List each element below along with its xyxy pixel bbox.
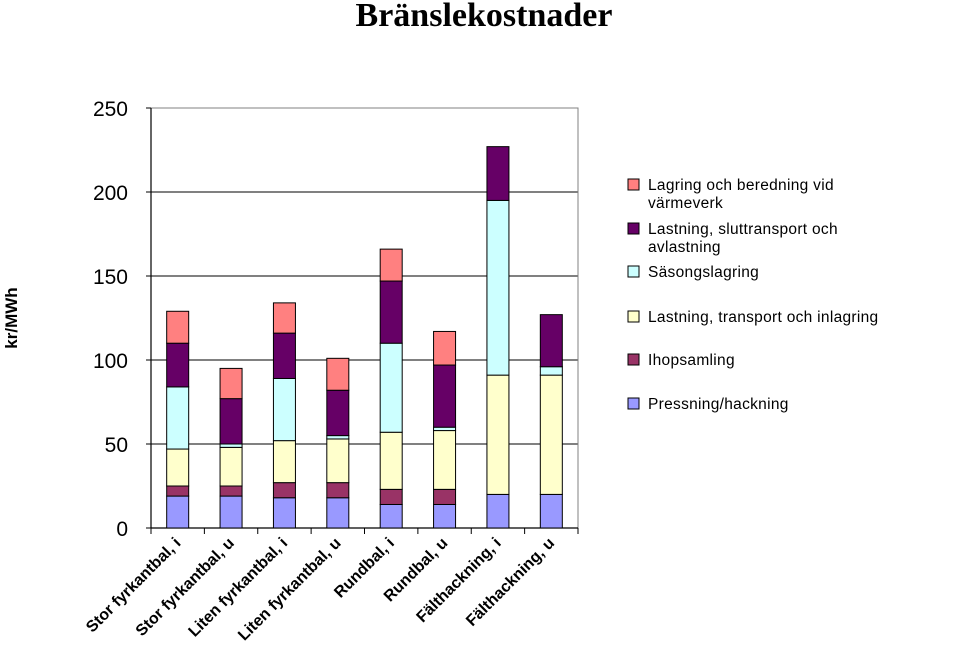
- y-tick-label: 0: [116, 518, 128, 541]
- legend-label: avlastning: [648, 239, 721, 256]
- bar-segment: [272, 497, 296, 529]
- bar-segment: [272, 302, 296, 334]
- bars: [166, 146, 563, 529]
- legend-label: Lastning, sluttransport och: [648, 221, 838, 238]
- y-axis: 0 50 100 150 200 250: [93, 98, 151, 541]
- bar-segment: [486, 374, 510, 495]
- bar-segment: [433, 364, 457, 428]
- bar-segment: [379, 503, 403, 529]
- bar-segment: [272, 482, 296, 499]
- plot-area: [150, 107, 579, 529]
- bar-segment: [539, 374, 563, 495]
- bar-segment: [272, 332, 296, 379]
- y-tick-label: 150: [93, 266, 128, 289]
- bar-segment: [219, 485, 243, 497]
- x-tick-label: Liten fyrkantbal, i: [186, 535, 292, 641]
- legend-label: Pressning/hackning: [648, 396, 789, 413]
- gridlines: [151, 107, 578, 445]
- bar-segment: [326, 497, 350, 529]
- bar-segment: [326, 482, 350, 499]
- bar-segment: [433, 330, 457, 366]
- bar-segment: [539, 493, 563, 529]
- bar-segment: [433, 503, 457, 529]
- bar-segment: [219, 367, 243, 400]
- bar-segment: [219, 443, 243, 448]
- bar-segment: [326, 435, 350, 440]
- bar-segment: [219, 398, 243, 445]
- legend-swatch: [627, 353, 640, 366]
- y-axis-label: kr/MWh: [2, 287, 21, 348]
- bar-segment: [166, 386, 190, 450]
- bar-segment: [539, 366, 563, 376]
- bar-segment: [379, 431, 403, 490]
- x-tick-label: Stor fyrkantbal, i: [83, 535, 184, 636]
- bar-segment: [219, 495, 243, 529]
- legend-label: Lastning, transport och inlagring: [648, 309, 878, 326]
- y-tick-label: 200: [93, 182, 128, 205]
- plot-border: [150, 107, 579, 529]
- legend-swatch: [627, 222, 640, 235]
- bar-segment: [486, 493, 510, 529]
- bar-segment: [379, 342, 403, 433]
- legend-swatch: [627, 265, 640, 278]
- bar-segment: [219, 446, 243, 487]
- legend: Lagring och beredning vidvärmeverkLastni…: [627, 177, 878, 413]
- bar-segment: [379, 248, 403, 282]
- legend-swatch: [627, 178, 640, 191]
- bar-segment: [166, 310, 190, 344]
- legend-label: Lagring och beredning vid: [648, 177, 834, 194]
- bar-segment: [539, 314, 563, 368]
- bar-segment: [166, 342, 190, 388]
- bar-segment: [433, 430, 457, 490]
- x-tick-label: Stor fyrkantbal, u: [133, 535, 238, 640]
- bar-segment: [326, 389, 350, 437]
- chart-title: Bränslekostnader: [356, 0, 613, 34]
- bar-segment: [379, 280, 403, 344]
- bar-segment: [486, 146, 510, 201]
- bar-segment: [326, 438, 350, 484]
- bar-segment: [166, 495, 190, 529]
- y-tick-label: 250: [93, 98, 128, 121]
- legend-label: Ihopsamling: [648, 352, 735, 369]
- legend-swatch: [627, 397, 640, 410]
- legend-label: Säsongslagring: [648, 264, 759, 281]
- bar-segment: [272, 377, 296, 442]
- bar-segment: [326, 357, 350, 391]
- legend-swatch: [627, 310, 640, 323]
- bar-segment: [272, 440, 296, 484]
- y-tick-label: 100: [93, 350, 128, 373]
- bar-segment: [486, 199, 510, 376]
- y-tick-label: 50: [105, 434, 128, 457]
- legend-label: värmeverk: [648, 195, 723, 212]
- bar-segment: [433, 488, 457, 505]
- bar-segment: [166, 448, 190, 487]
- bar-segment: [433, 426, 457, 432]
- bar-segment: [166, 485, 190, 497]
- x-tick-label: Liten fyrkantbal, u: [235, 535, 344, 644]
- bar-segment: [379, 488, 403, 505]
